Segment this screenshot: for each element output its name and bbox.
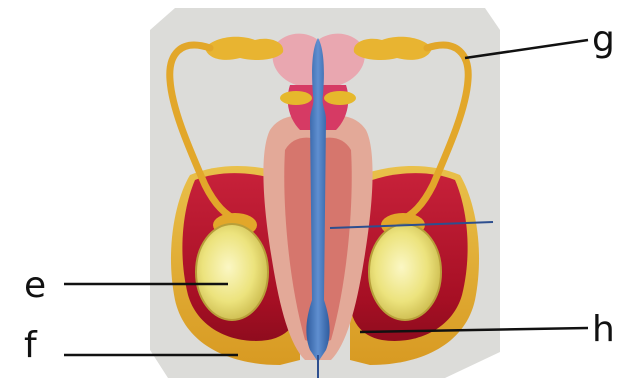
label-h: h bbox=[592, 312, 615, 348]
label-g: g bbox=[592, 22, 615, 58]
label-e: e bbox=[24, 268, 46, 304]
label-f: f bbox=[24, 328, 37, 364]
